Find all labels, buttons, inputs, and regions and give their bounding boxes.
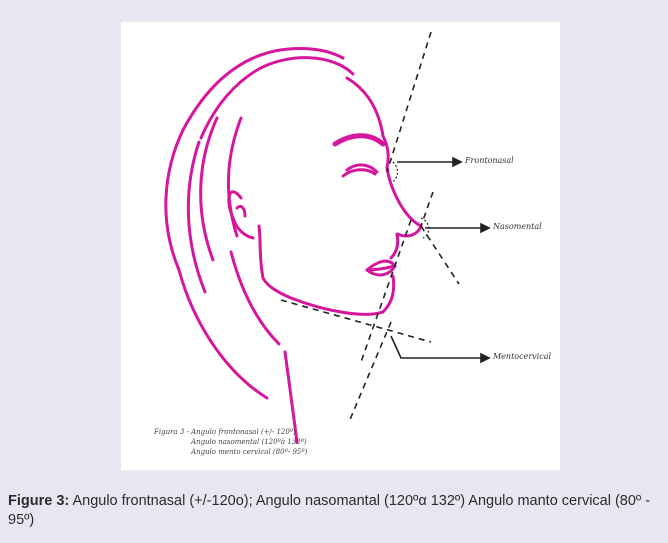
ear-inner: [237, 206, 245, 216]
caption-text: Angulo frontnasal (+/-120o); Angulo naso…: [8, 493, 650, 528]
inner-caption-line-3: Angulo mento cervical (80º- 95º): [154, 447, 307, 457]
cheek: [259, 226, 263, 278]
ear: [229, 192, 253, 238]
jaw: [263, 278, 383, 314]
inner-caption-line-2: Angulo nasomental (120ºà 132º): [154, 437, 307, 447]
figure-panel: Frontonasal Nasomental Mentocervical Fig…: [121, 22, 560, 470]
chin-dash-line: [361, 220, 411, 362]
nasomental-dash-upper: [421, 192, 433, 226]
face-outline: [166, 49, 421, 443]
mentocervical-arrow-line: [391, 336, 483, 358]
nose: [387, 168, 421, 236]
hair-strand-3: [228, 118, 241, 236]
caption-label: Figure 3:: [8, 493, 69, 509]
mentocervical-arrowhead: [481, 354, 489, 362]
figure-inner-caption: Figura 3 - Angulo frontonasal (+/- 120º)…: [154, 427, 307, 457]
hair-strand-1: [166, 130, 183, 270]
face-profile-diagram: [121, 22, 560, 470]
figure-caption: Figure 3: Angulo frontnasal (+/-120o); A…: [8, 492, 663, 530]
hair-crown: [201, 58, 353, 138]
eyebrow: [335, 136, 383, 144]
nasomental-arrowhead: [481, 224, 489, 232]
hair-front-strand: [347, 78, 383, 136]
frontonasal-dash-line: [387, 32, 431, 172]
angle-dash-lines: [281, 32, 459, 422]
arrows: [391, 158, 489, 362]
hair-strand-5: [231, 252, 279, 344]
mentocervical-dash-line: [281, 300, 431, 342]
hair-strand-2: [201, 118, 217, 260]
inner-caption-line-1: Figura 3 - Angulo frontonasal (+/- 120º): [154, 427, 307, 437]
upper-lip: [391, 234, 398, 258]
mentocervical-label: Mentocervical: [493, 352, 551, 361]
hair-top: [183, 49, 343, 131]
frontonasal-label: Frontonasal: [465, 156, 514, 165]
frontonasal-arrowhead: [453, 158, 461, 166]
frontonasal-arc: [393, 162, 398, 182]
nasomental-label: Nasomental: [493, 222, 542, 231]
hair-back: [179, 270, 267, 398]
forehead: [383, 136, 388, 168]
